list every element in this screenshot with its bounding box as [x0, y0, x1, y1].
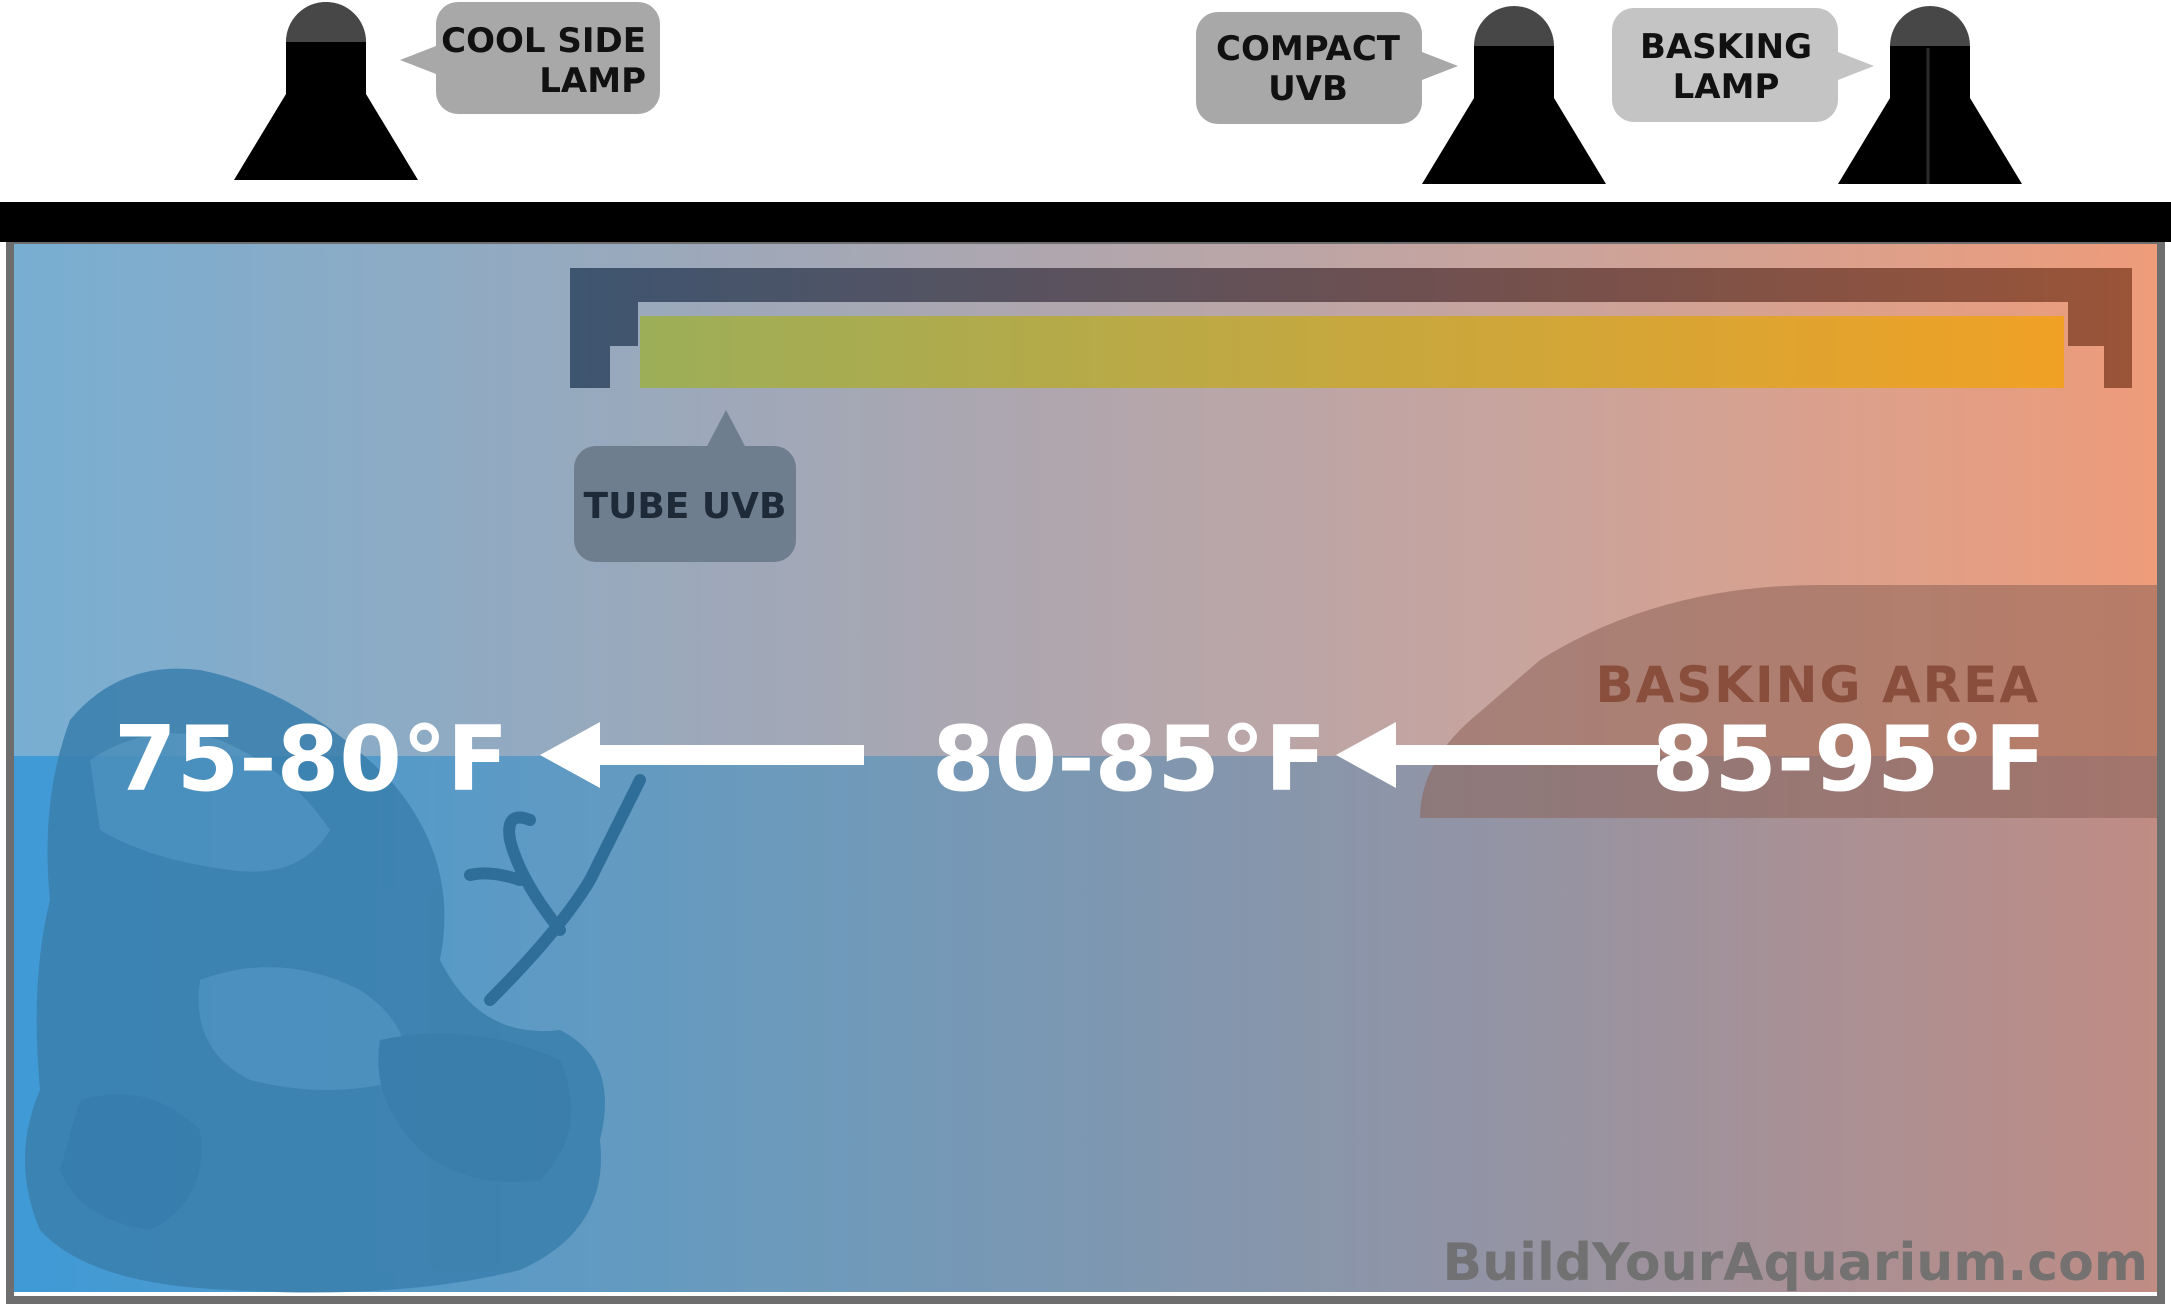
tube-uvb-fixture — [570, 268, 2132, 388]
compact-uvb-label-line2: UVB — [1268, 69, 1348, 109]
rock-decoration — [25, 668, 605, 1293]
watermark: BuildYourAquarium.com — [1442, 1233, 2148, 1293]
cool-side-lamp-callout: COOL SIDE LAMP — [400, 2, 660, 114]
basking-lamp-callout: BASKING LAMP — [1612, 8, 1874, 122]
compact-uvb-lamp — [1422, 6, 1606, 184]
cool-side-lamp-label-line1: COOL SIDE — [441, 21, 646, 61]
hot-zone-temperature: 85-95°F — [1652, 707, 2046, 812]
compact-uvb-label-line1: COMPACT — [1216, 29, 1401, 69]
uvb-tube — [640, 316, 2064, 388]
compact-uvb-callout: COMPACT UVB — [1196, 12, 1458, 124]
basking-lamp — [1838, 6, 2022, 184]
tank-lid — [0, 202, 2171, 242]
basking-lamp-label-line2: LAMP — [1673, 67, 1780, 107]
basking-lamp-label-line1: BASKING — [1640, 27, 1812, 67]
basking-area-label: BASKING AREA — [1595, 656, 2040, 714]
cool-side-lamp — [234, 2, 418, 180]
arrow-to-cool-zone — [540, 722, 864, 788]
branch-decoration — [464, 774, 646, 1006]
tube-reflector-bracket — [570, 268, 2132, 388]
middle-zone-temperature: 80-85°F — [932, 707, 1326, 812]
cool-side-lamp-label-line2: LAMP — [539, 61, 646, 101]
arrow-to-middle-zone — [1336, 722, 1660, 788]
tube-uvb-label: TUBE UVB — [584, 486, 787, 527]
cool-zone-temperature: 75-80°F — [114, 707, 508, 812]
tube-uvb-callout: TUBE UVB — [574, 410, 796, 562]
